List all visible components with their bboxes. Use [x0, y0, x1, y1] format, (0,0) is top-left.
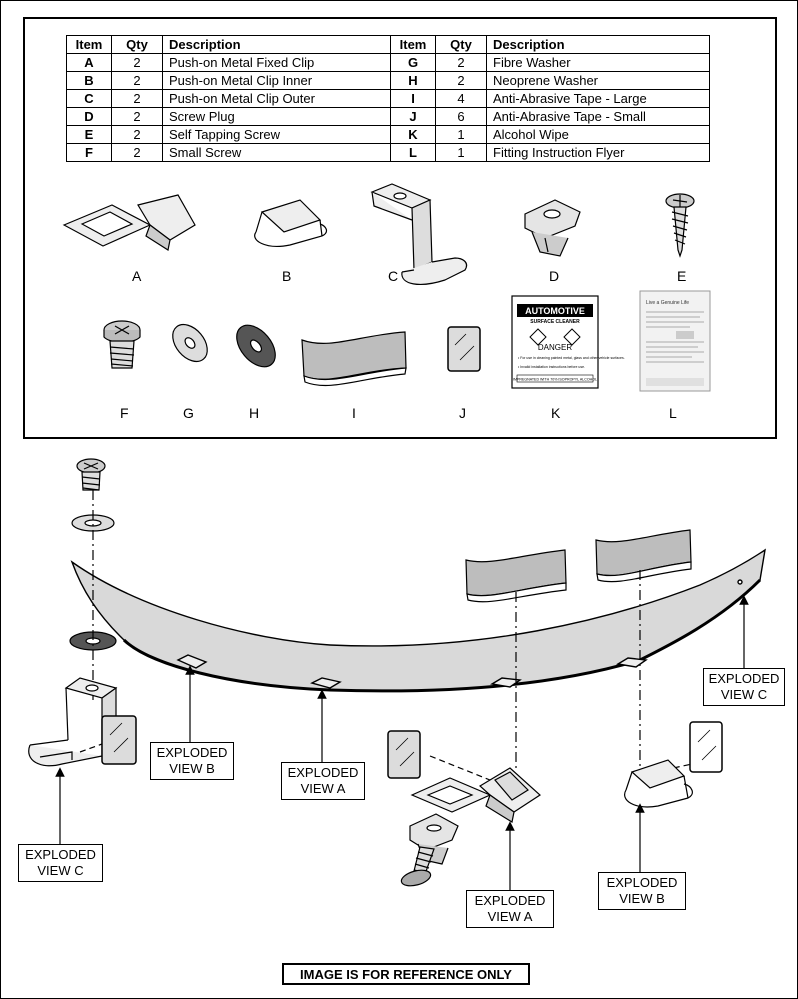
wipe-line-1: • For use in cleaning painted metal, gla…: [518, 356, 625, 360]
part-e-self-tapping-screw-icon: [665, 193, 695, 258]
callout-exploded-view-a-bottom: EXPLODED VIEW A: [466, 890, 554, 928]
callout-leader-lines: [55, 595, 749, 890]
part-label-a: A: [132, 268, 142, 284]
header-item: Item: [66, 35, 112, 54]
part-label-f: F: [120, 405, 129, 421]
callout-exploded-view-b-left: EXPLODED VIEW B: [150, 742, 234, 780]
callout-exploded-view-a-mid: EXPLODED VIEW A: [281, 762, 365, 800]
right-inner-clip-icon: [624, 759, 693, 808]
item-qty: 1: [435, 143, 487, 162]
item-description: Push-on Metal Clip Inner: [162, 71, 391, 90]
part-d-screw-plug-icon: [524, 199, 581, 257]
part-k-alcohol-wipe-icon: AUTOMOTIVE SURFACE CLEANER DANGER • For …: [511, 295, 625, 389]
parts-table: Item Qty Description Item Qty Descriptio…: [66, 35, 710, 162]
wipe-brand-text: AUTOMOTIVE: [525, 306, 585, 316]
middle-small-tape-icon: [387, 730, 421, 779]
part-label-g: G: [183, 405, 194, 421]
part-f-small-screw-icon: [103, 320, 141, 369]
part-label-j: J: [459, 405, 466, 421]
part-g-fibre-washer-icon: [172, 323, 208, 363]
part-l-instruction-flyer-icon: Live a Genuine Life: [639, 290, 711, 392]
table-row: D 2 Screw Plug J 6 Anti-Abrasive Tape - …: [66, 107, 710, 126]
part-label-k: K: [551, 405, 561, 421]
table-row: B 2 Push-on Metal Clip Inner H 2 Neopren…: [66, 71, 710, 90]
part-i-large-tape-icon: [301, 331, 407, 387]
table-row: F 2 Small Screw L 1 Fitting Instruction …: [66, 143, 710, 162]
part-h-neoprene-washer-icon: [236, 324, 276, 368]
wipe-line-2: • Invalid installation instructions befo…: [518, 365, 585, 369]
part-label-b: B: [282, 268, 292, 284]
upper-large-tape-icon-2: [595, 529, 692, 583]
reference-only-note: IMAGE IS FOR REFERENCE ONLY: [282, 963, 530, 985]
part-label-c: C: [388, 268, 399, 284]
parts-table-header: Item Qty Description Item Qty Descriptio…: [66, 35, 710, 54]
part-label-d: D: [549, 268, 560, 284]
item-description: Small Screw: [162, 143, 391, 162]
part-c-outer-clip-icon: [370, 183, 468, 286]
parts-list-panel: Item Qty Description Item Qty Descriptio…: [23, 17, 777, 439]
part-b-inner-clip-icon: [254, 199, 328, 247]
wipe-sub-text: SURFACE CLEANER: [530, 319, 580, 325]
item-description: Self Tapping Screw: [162, 125, 391, 144]
middle-self-tapping-screw-icon: [400, 846, 435, 887]
part-label-i: I: [352, 405, 356, 421]
right-small-tape-icon: [689, 721, 723, 773]
wipe-footer-text: IMPREGNATED WITH 70% ISOPROPYL ALCOHOL: [513, 378, 597, 382]
part-label-h: H: [249, 405, 260, 421]
callout-exploded-view-c-left: EXPLODED VIEW C: [18, 844, 103, 882]
table-row: E 2 Self Tapping Screw K 1 Alcohol Wipe: [66, 125, 710, 144]
item-code: F: [66, 143, 112, 162]
callout-exploded-view-b-right: EXPLODED VIEW B: [598, 872, 686, 910]
part-j-small-tape-icon: [447, 326, 481, 372]
table-row: A 2 Push-on Metal Fixed Clip G 2 Fibre W…: [66, 53, 710, 72]
callout-exploded-view-c-right: EXPLODED VIEW C: [703, 668, 785, 706]
header-qty: Qty: [111, 35, 163, 54]
part-label-l: L: [669, 405, 677, 421]
bonnet-protector-shape: [70, 548, 766, 693]
part-a-fixed-clip-icon: [62, 194, 196, 251]
wipe-warning-text: DANGER: [538, 343, 572, 352]
assembly-dashed-lines: [429, 570, 693, 781]
item-description: Fitting Instruction Flyer: [486, 143, 710, 162]
flyer-title-text: Live a Genuine Life: [646, 300, 689, 306]
middle-fixed-clip-icon: [410, 767, 541, 823]
part-label-e: E: [677, 268, 687, 284]
left-small-tape-icon: [101, 715, 137, 765]
upper-large-tape-icon: [465, 549, 567, 603]
